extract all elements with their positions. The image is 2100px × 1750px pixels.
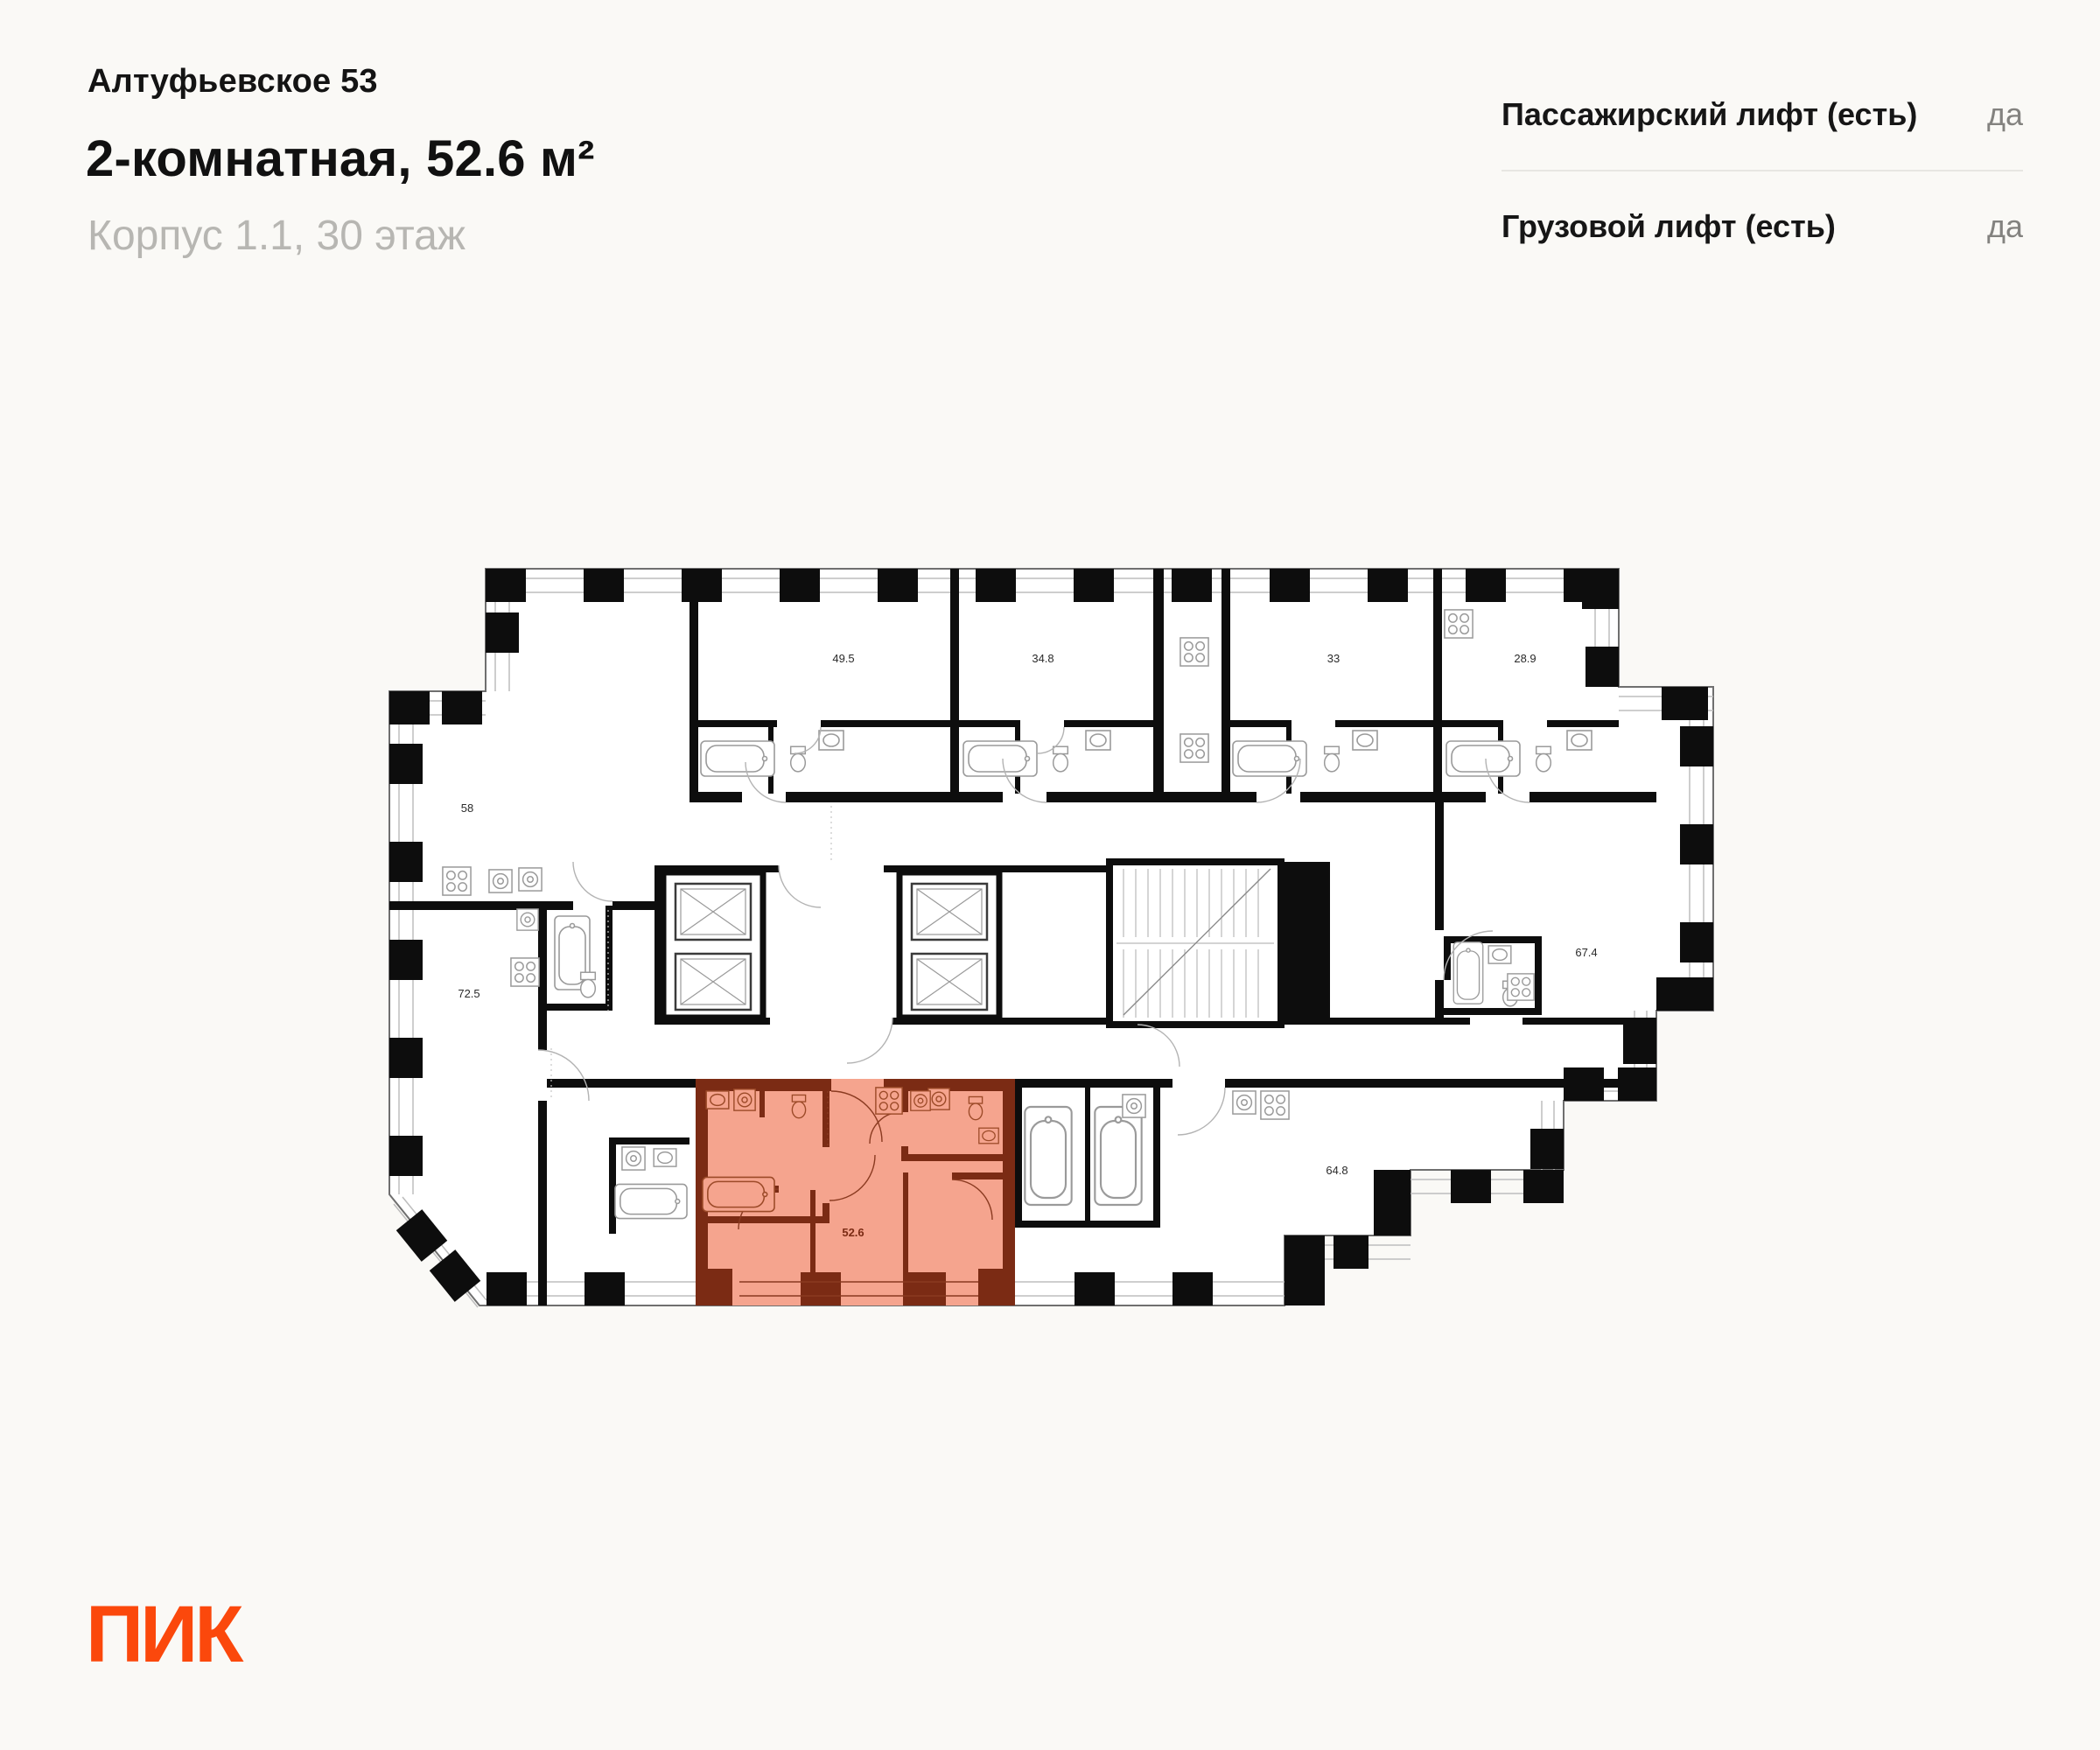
lift-row-cargo: Грузовой лифт (есть) да: [1502, 172, 2023, 282]
area-label: 67.4: [1575, 946, 1597, 959]
area-label: 34.8: [1032, 652, 1054, 665]
area-labels: 49.5 34.8 33 28.9 58 72.5 67.4 64.8: [458, 652, 1597, 1177]
lift-info-panel: Пассажирский лифт (есть) да Грузовой лиф…: [1502, 60, 2023, 282]
lift-passenger-value: да: [1986, 96, 2023, 132]
lift-passenger-label: Пассажирский лифт (есть): [1502, 96, 1918, 132]
area-label: 49.5: [832, 652, 854, 665]
interior-walls: [389, 569, 1656, 1306]
area-label: 72.5: [458, 987, 480, 1000]
area-label: 33: [1327, 652, 1340, 665]
door-arcs: [537, 726, 1530, 1136]
highlighted-area-label: 52.6: [842, 1226, 864, 1239]
pik-logo[interactable]: ПИК: [86, 1590, 243, 1679]
elevator-core: [660, 869, 1003, 1021]
stairwell: [1106, 858, 1284, 1028]
lift-cargo-label: Грузовой лифт (есть): [1502, 208, 1836, 244]
highlighted-apartment[interactable]: 52.6: [696, 1079, 1015, 1306]
page-subtitle: Корпус 1.1, 30 этаж: [88, 213, 466, 259]
page-title: 2-комнатная, 52.6 м²: [86, 130, 595, 187]
floor-plan: 52.6 49.5 34.8 33 28.9 58 72.5 67.4 64.8: [388, 568, 1714, 1308]
area-label: 28.9: [1514, 652, 1536, 665]
facade-piers: [389, 569, 1713, 1306]
area-label: 64.8: [1326, 1164, 1348, 1177]
lift-row-passenger: Пассажирский лифт (есть) да: [1502, 60, 2023, 172]
project-name: Алтуфьевское 53: [88, 63, 378, 100]
area-label: 58: [461, 802, 473, 815]
lift-cargo-value: да: [1986, 208, 2023, 244]
